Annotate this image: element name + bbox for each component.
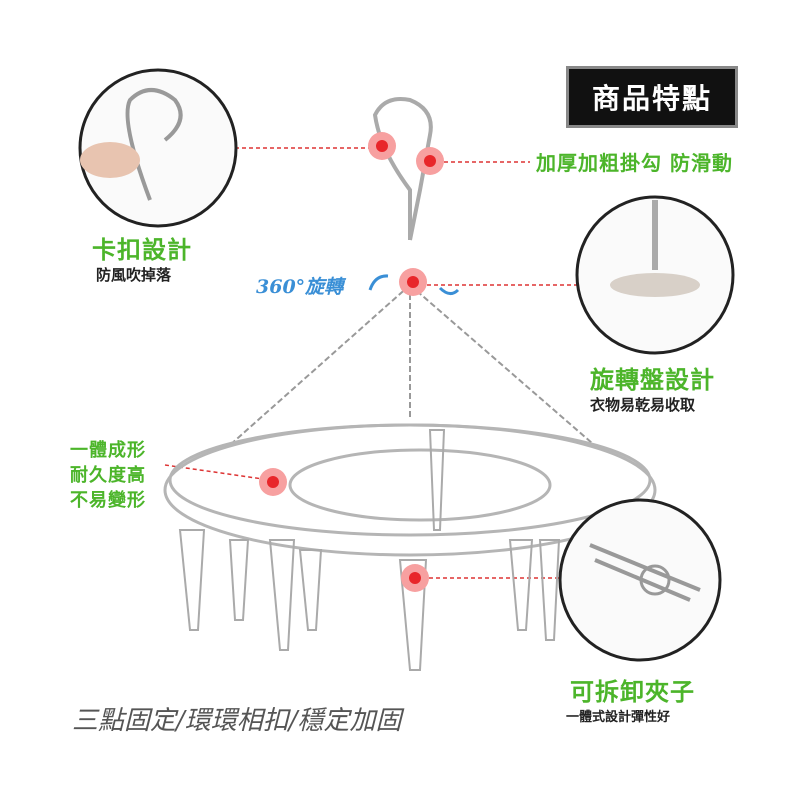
clips-feature-desc: 一體式設計彈性好 (566, 710, 671, 725)
detail-insets (78, 68, 735, 662)
rotation-label: 360°旋轉 (256, 276, 344, 298)
rotate-arrow-icons (368, 274, 460, 295)
frame-line: 一體成形 (70, 440, 146, 461)
hook-feature-label: 加厚加粗掛勾 防滑動 (536, 151, 733, 175)
plate-feature-desc: 衣物易乾易收取 (590, 396, 696, 414)
clasp-feature-desc: 防風吹掉落 (96, 266, 172, 284)
frame-line: 耐久度高 (70, 465, 146, 486)
bottom-feature-label: 三點固定/環環相扣/穩定加固 (72, 706, 402, 736)
frame-feature-text: 一體成形 耐久度高 不易變形 (70, 438, 146, 513)
clips-feature-title: 可拆卸夾子 (570, 677, 695, 706)
leader-lines (164, 147, 585, 579)
chain-icon (229, 284, 601, 451)
clip-icons (178, 429, 619, 671)
plate-feature-title: 旋轉盤設計 (590, 365, 715, 394)
clasp-feature-title: 卡扣設計 (92, 235, 192, 264)
frame-line: 不易變形 (70, 490, 146, 511)
marker-dots (259, 132, 444, 592)
page-title: 商品特點 (566, 66, 738, 128)
frame-rings (163, 423, 657, 557)
hook-icon (372, 97, 433, 241)
